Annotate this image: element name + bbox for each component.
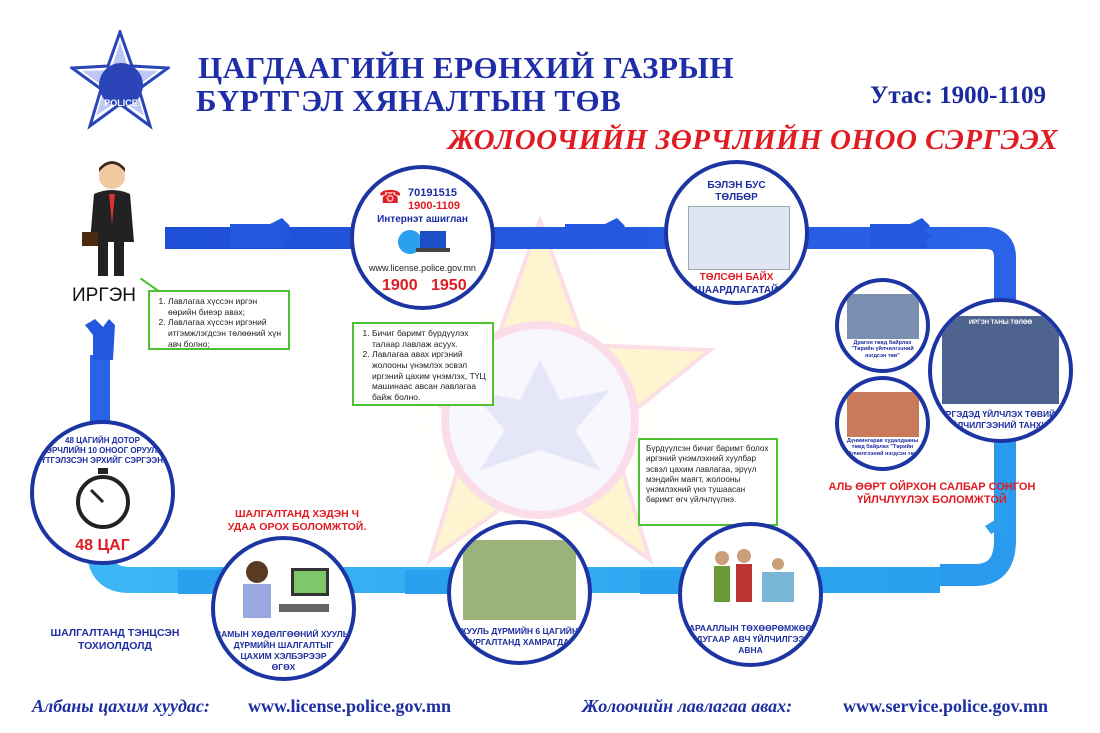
retry-text-2: УДАА ОРОХ БОЛОМЖТОЙ. [227,521,367,533]
hand-arrow-icon [85,218,932,360]
step-test-circle: ЗАМЫН ХӨДӨЛГӨӨНИЙ ХУУЛЬ, ДҮРМИЙН ШАЛГАЛТ… [211,536,356,681]
header-phone: Утас: 1900-1109 [870,82,1047,109]
footer-site-url[interactable]: www.license.police.gov.mn [248,696,451,716]
laptop-globe-icon [396,227,451,257]
classroom-image [463,540,576,620]
police-logo: POLICE [67,27,173,130]
choose-branch-text: АЛЬ ӨӨРТ ОЙРХОН САЛБАР СОНГОН [828,481,1036,493]
receipt-image [688,206,790,270]
citizen-note: Лавлагаа хүссэн иргэн өөрийн биеэр авах;… [148,290,290,350]
footer-service-label: Жолоочийн лавлагаа авах: [582,696,793,716]
branch-photo-dunjingarav: Дүнжингарав худалдааны төвд байрлах "Төр… [835,376,930,471]
passed-text: ШАЛГАЛТАНД ТЭНЦСЭН [50,627,180,639]
branch-image [847,392,919,437]
flow-pipe-right [940,320,1016,586]
retry-text: ШАЛГАЛТАНД ХЭДЭН Ч [234,508,360,520]
computer-test-image [233,554,333,626]
svg-text:POLICE: POLICE [104,98,138,108]
citizen-figure [80,158,140,280]
main-title: ЖОЛООЧИЙН ЗӨРЧЛИЙН ОНОО СЭРГЭЭХ [448,124,1059,156]
step-queue-circle: ДАРААЛЛЫН ТӨХӨӨРӨМЖӨӨС ДУГААР АВЧ ҮЙЛЧИЛ… [678,522,823,667]
step-restore-circle: 48 ЦАГИЙН ДОТОР ЗӨРЧЛИЙН 10 ОНООГ ОРУУЛЖ… [30,420,175,565]
branch-photo-dragon: Драгон төвд байрлах "Төрийн үйлчилгээний… [835,278,930,373]
branch-building-circle: ИРГЭН ТАНЫ ТӨЛӨӨ ИРГЭДЭД ҮЙЛЧЛЭХ ТӨВИЙН … [928,298,1073,443]
page-title-line2: БҮРТГЭЛ ХЯНАЛТЫН ТӨВ [196,83,622,118]
footer-service-url[interactable]: www.service.police.gov.mn [843,696,1048,716]
building-image [942,316,1059,404]
step-training-circle: ХУУЛЬ ДҮРМИЙН 6 ЦАГИЙН СУРГАЛТАНД ХАМРАГ… [447,520,592,665]
footer-site-label: Албаны цахим хуудас: [32,696,210,716]
passed-text-2: ТОХИОЛДОЛД [78,640,152,652]
step-internet-circle: ☎ 70191515 1900-1109 Интернэт ашиглан ww… [350,165,495,310]
step-fee-circle: БЭЛЭН БУС ТӨЛБӨР ТӨЛСӨН БАЙХ ШААРДЛАГАТА… [664,160,809,305]
queue-note: Бүрдүүлсэн бичиг баримт болох иргэний үн… [638,438,778,526]
internet-note: Бичиг баримт бүрдүүлэх талаар лавлаж асу… [352,322,494,406]
stopwatch-icon [74,468,132,530]
phone-icon: ☎ [379,187,402,207]
choose-branch-text-2: ҮЙЛЧЛҮҮЛЭХ БОЛОМЖТОЙ [857,494,1007,506]
queue-people-image [704,544,796,624]
branch-image [847,294,919,339]
page-title-line1: ЦАГДААГИЙН ЕРӨНХИЙ ГАЗРЫН [198,50,734,85]
citizen-label: ИРГЭН [72,285,136,306]
